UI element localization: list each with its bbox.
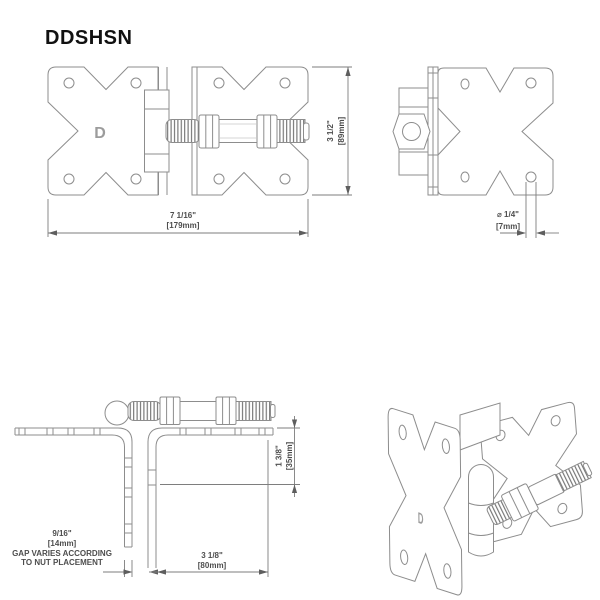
isometric-view: D xyxy=(388,401,596,596)
screw-hole xyxy=(130,173,142,185)
dim-gap-in: 9/16" xyxy=(52,529,72,538)
sleeve xyxy=(179,401,217,421)
hole-tick xyxy=(18,427,26,436)
dim-depth-mm: [35mm] xyxy=(285,441,294,470)
thread-section xyxy=(276,119,306,143)
side-view: ⌀ 1/4" [7mm] xyxy=(392,66,559,238)
screw-hole xyxy=(130,77,142,89)
brand-logo: D xyxy=(94,125,106,142)
width-dimension: 7 1/16" [179mm] xyxy=(47,199,309,237)
screw-hole xyxy=(63,173,75,185)
screw-hole xyxy=(400,549,407,566)
hole-tick xyxy=(179,427,187,436)
rod-end-cap xyxy=(583,463,593,477)
sleeve xyxy=(218,119,258,143)
gap-note-line2: TO NUT PLACEMENT xyxy=(21,558,103,567)
hex-nut xyxy=(215,396,237,425)
thread-section xyxy=(165,119,201,143)
hole-tick xyxy=(124,523,133,534)
screw-hole xyxy=(460,171,470,183)
left-angle-plate xyxy=(14,427,133,548)
screw-hole xyxy=(558,502,568,514)
hex-nut xyxy=(198,114,220,149)
top-view: 1 3/8" [35mm] 9/16" [14mm] GAP VARIES AC… xyxy=(12,396,300,577)
front-left-plate xyxy=(47,66,159,196)
hole-tick xyxy=(93,427,101,436)
screw-hole xyxy=(213,173,225,185)
screw-hole xyxy=(525,77,537,89)
product-title: DDSHSN xyxy=(45,27,133,49)
brand-logo: D xyxy=(418,509,424,528)
dim-hole-mm: [7mm] xyxy=(496,222,520,231)
screw-hole xyxy=(444,563,451,580)
screw-hole xyxy=(525,171,537,183)
length-dimension: 3 1/8" [80mm] xyxy=(149,440,269,577)
hole-tick xyxy=(258,427,266,436)
screw-hole xyxy=(442,438,449,455)
right-angle-plate xyxy=(147,427,274,568)
dim-gap-mm: [14mm] xyxy=(48,539,77,548)
iso-barrel xyxy=(469,465,494,557)
dim-length-in: 3 1/8" xyxy=(201,551,223,560)
dim-height-mm: [89mm] xyxy=(337,116,346,145)
gap-note-line1: GAP VARIES ACCORDING xyxy=(12,549,112,558)
dim-height-in: 3 1/2" xyxy=(326,120,335,142)
gap-dimension: 9/16" [14mm] GAP VARIES ACCORDING TO NUT… xyxy=(12,529,158,577)
rod-end-cap xyxy=(270,404,276,418)
threaded-rod xyxy=(165,114,310,149)
ball-finial xyxy=(104,400,130,426)
height-dimension: 3 1/2" [89mm] xyxy=(312,66,352,196)
screw-hole xyxy=(213,77,225,89)
screw-hole xyxy=(279,173,291,185)
thread-section xyxy=(235,401,272,421)
threaded-rod-top xyxy=(127,396,276,425)
iso-left-plate: D xyxy=(388,407,462,596)
dim-depth-in: 1 3/8" xyxy=(275,445,284,467)
front-view: D xyxy=(47,66,352,237)
iso-rod xyxy=(484,455,596,530)
hole-tick xyxy=(67,427,75,436)
hole-tick xyxy=(124,457,133,468)
thread-section xyxy=(127,401,162,421)
dim-hole-in: ⌀ 1/4" xyxy=(497,210,519,219)
dim-width-mm: [179mm] xyxy=(167,221,200,230)
dim-length-mm: [80mm] xyxy=(198,561,227,570)
hole-tick xyxy=(204,427,212,436)
screw-hole xyxy=(551,415,561,427)
rod-end xyxy=(402,122,421,141)
rod-end-cap xyxy=(303,122,310,141)
screw-hole xyxy=(279,77,291,89)
dim-width-in: 7 1/16" xyxy=(170,211,196,220)
screw-hole xyxy=(63,77,75,89)
hole-diameter-dimension: ⌀ 1/4" [7mm] xyxy=(496,182,559,238)
side-plate xyxy=(437,67,554,196)
hex-nut xyxy=(159,396,181,425)
hole-tick xyxy=(46,427,54,436)
hex-nut xyxy=(256,114,278,149)
hinge-barrel xyxy=(144,67,170,195)
depth-dimension: 1 3/8" [35mm] xyxy=(160,416,300,497)
hole-tick xyxy=(124,487,133,498)
screw-hole xyxy=(399,424,406,441)
screw-hole xyxy=(460,78,470,90)
hole-tick xyxy=(147,469,157,486)
hole-tick xyxy=(234,427,242,436)
